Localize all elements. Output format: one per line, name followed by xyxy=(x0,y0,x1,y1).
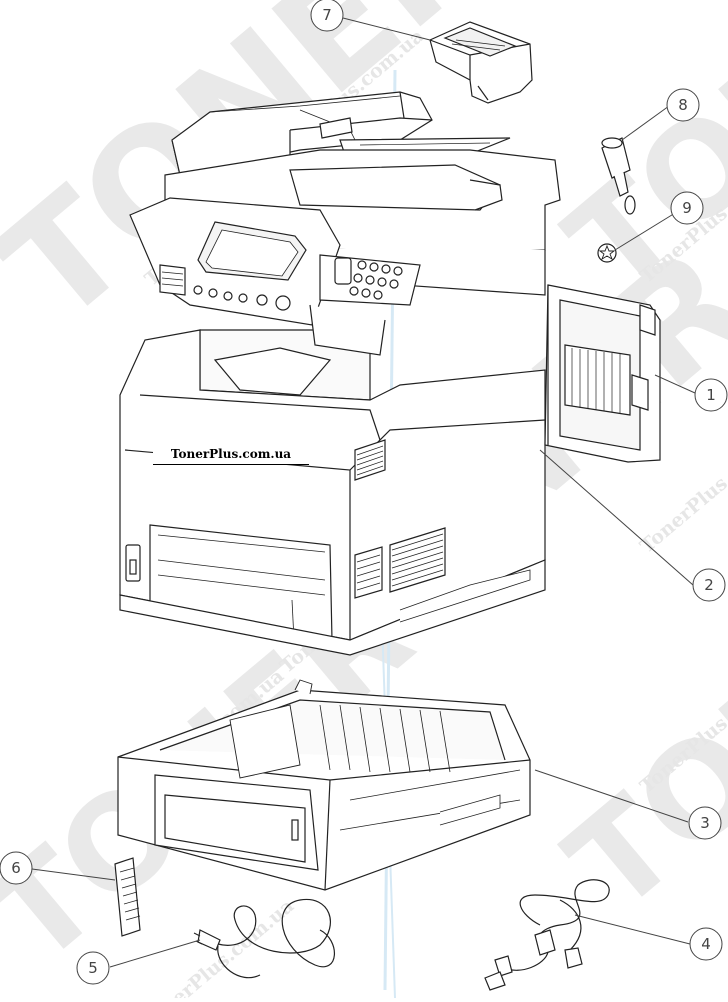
leader-4 xyxy=(574,914,691,945)
callout-9-label: 9 xyxy=(682,199,692,217)
callout-2: 2 xyxy=(692,568,726,602)
callout-3-label: 3 xyxy=(700,814,710,832)
leader-9 xyxy=(614,209,681,251)
callout-6: 6 xyxy=(0,851,33,885)
leader-6 xyxy=(31,868,116,881)
leader-2 xyxy=(539,449,694,586)
callout-7-label: 7 xyxy=(322,6,332,24)
part-toner-cover xyxy=(429,21,533,104)
leader-8 xyxy=(621,105,670,141)
callout-7: 7 xyxy=(310,0,344,32)
callout-1: 1 xyxy=(694,378,728,412)
callout-5-label: 5 xyxy=(88,959,98,977)
part-side-door xyxy=(544,284,661,463)
part-power-cord xyxy=(193,898,335,979)
callout-9: 9 xyxy=(670,191,704,225)
part-printer-main-unit xyxy=(119,91,561,656)
site-label: TonerPlus.com.ua xyxy=(153,444,309,465)
leader-5 xyxy=(109,939,201,968)
callout-3: 3 xyxy=(688,806,722,840)
callout-4: 4 xyxy=(689,927,723,961)
leader-1 xyxy=(654,374,696,394)
leader-7 xyxy=(342,17,431,41)
part-screw xyxy=(597,243,617,263)
leader-3 xyxy=(534,769,689,823)
callout-4-label: 4 xyxy=(701,935,711,953)
leader-lines xyxy=(31,17,696,968)
part-paper-feeder xyxy=(117,679,531,891)
part-telephone-cable xyxy=(484,879,610,991)
callout-1-label: 1 xyxy=(706,386,716,404)
callout-2-label: 2 xyxy=(704,576,714,594)
part-stylus xyxy=(601,137,636,215)
callout-8: 8 xyxy=(666,88,700,122)
callout-6-label: 6 xyxy=(11,859,21,877)
part-memory-module xyxy=(114,857,141,937)
callout-8-label: 8 xyxy=(678,96,688,114)
watermark-big-5: TONER xyxy=(540,505,728,941)
callout-5: 5 xyxy=(76,951,110,985)
